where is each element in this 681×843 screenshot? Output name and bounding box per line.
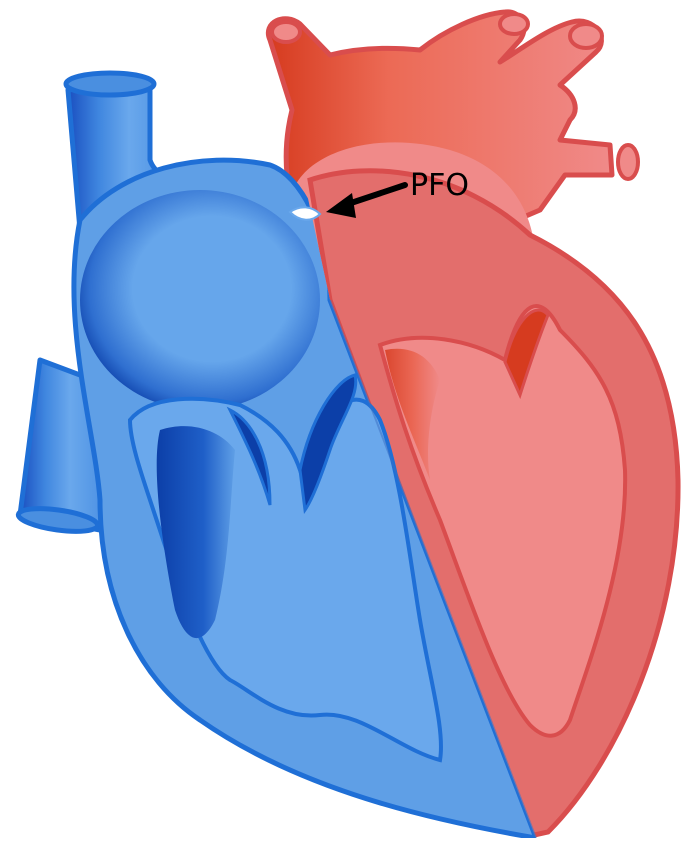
- svc-opening: [66, 73, 154, 95]
- vessel-opening-3: [570, 24, 602, 48]
- right-atrium: [80, 190, 320, 410]
- pfo-label: PFO: [410, 168, 469, 203]
- vessel-opening-4: [618, 145, 638, 179]
- vessel-opening-1: [272, 22, 300, 42]
- vessel-opening-2: [500, 14, 528, 34]
